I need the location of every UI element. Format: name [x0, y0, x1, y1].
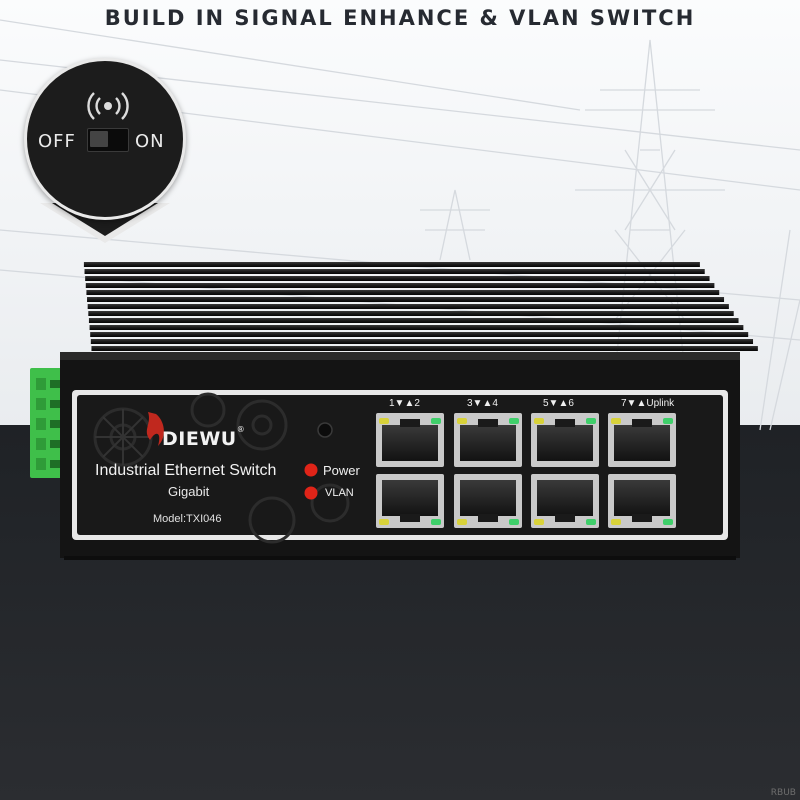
model-number: Model:TXI046 [153, 513, 222, 525]
port-activity-led [457, 519, 467, 525]
brand-text: DIEWU [162, 428, 237, 450]
port-link-led [663, 418, 673, 424]
terminal-block [30, 368, 64, 478]
brand-name: DIEWU® [162, 425, 246, 450]
product-title: Industrial Ethernet Switch [95, 462, 277, 479]
ethernet-port-5[interactable] [376, 474, 444, 528]
switch-zoom-callout: OFF ON [24, 58, 186, 220]
heat-sink-fin [88, 311, 734, 316]
heat-sink-fins [83, 262, 758, 351]
power-led [304, 463, 318, 477]
wireless-signal-icon [87, 92, 129, 120]
heat-sink-fin [83, 262, 700, 267]
ethernet-port-2[interactable] [454, 413, 522, 467]
product-subtitle: Gigabit [168, 484, 210, 499]
ethernet-port-8[interactable] [608, 474, 676, 528]
heat-sink-fin [86, 290, 720, 295]
heat-sink-fin [91, 346, 758, 351]
registered-mark: ® [236, 425, 246, 434]
port-link-led [663, 519, 673, 525]
port-activity-led [534, 418, 544, 424]
power-led-label: Power [323, 463, 360, 478]
port-pair-label-5-6: 5▼▲6 [543, 398, 574, 409]
heat-sink-fin [89, 325, 744, 330]
watermark: RBUB [770, 788, 796, 798]
ethernet-port-4[interactable] [608, 413, 676, 467]
port-activity-led [379, 519, 389, 525]
port-activity-led [379, 418, 389, 424]
heat-sink-fin [88, 318, 739, 323]
heat-sink-fin [87, 297, 725, 302]
port-pair-label-7-uplink: 7▼▲Uplink [621, 398, 675, 409]
heat-sink-fin [90, 332, 749, 337]
heat-sink-fin [87, 304, 729, 309]
toggle-knob [90, 131, 108, 147]
port-activity-led [611, 519, 621, 525]
port-link-led [431, 519, 441, 525]
port-link-led [509, 519, 519, 525]
port-pair-label-1-2: 1▼▲2 [389, 398, 420, 409]
switch-on-label: ON [135, 131, 165, 152]
port-link-led [586, 418, 596, 424]
heat-sink-fin [84, 269, 705, 274]
port-activity-led [611, 418, 621, 424]
port-link-led [431, 418, 441, 424]
port-block [376, 413, 676, 528]
port-activity-led [457, 418, 467, 424]
heat-sink-fin [85, 276, 710, 281]
ethernet-port-3[interactable] [531, 413, 599, 467]
port-activity-led [534, 519, 544, 525]
port-link-led [509, 418, 519, 424]
reset-hole [317, 422, 333, 438]
chassis-base [64, 556, 736, 560]
ethernet-port-6[interactable] [454, 474, 522, 528]
heat-sink-fin [90, 339, 754, 344]
ethernet-port-1[interactable] [376, 413, 444, 467]
vlan-led-label: VLAN [325, 487, 354, 499]
port-link-led [586, 519, 596, 525]
port-pair-label-3-4: 3▼▲4 [467, 398, 498, 409]
heat-sink-fin [85, 283, 715, 288]
brand-logo-mark [146, 412, 164, 446]
headline: BUILD IN SIGNAL ENHANCE & VLAN SWITCH [104, 6, 696, 30]
gear-spokes [95, 409, 151, 465]
switch-off-label: OFF [38, 131, 76, 152]
ethernet-port-7[interactable] [531, 474, 599, 528]
vlan-led [304, 486, 318, 500]
signal-enhance-toggle[interactable] [87, 128, 129, 152]
